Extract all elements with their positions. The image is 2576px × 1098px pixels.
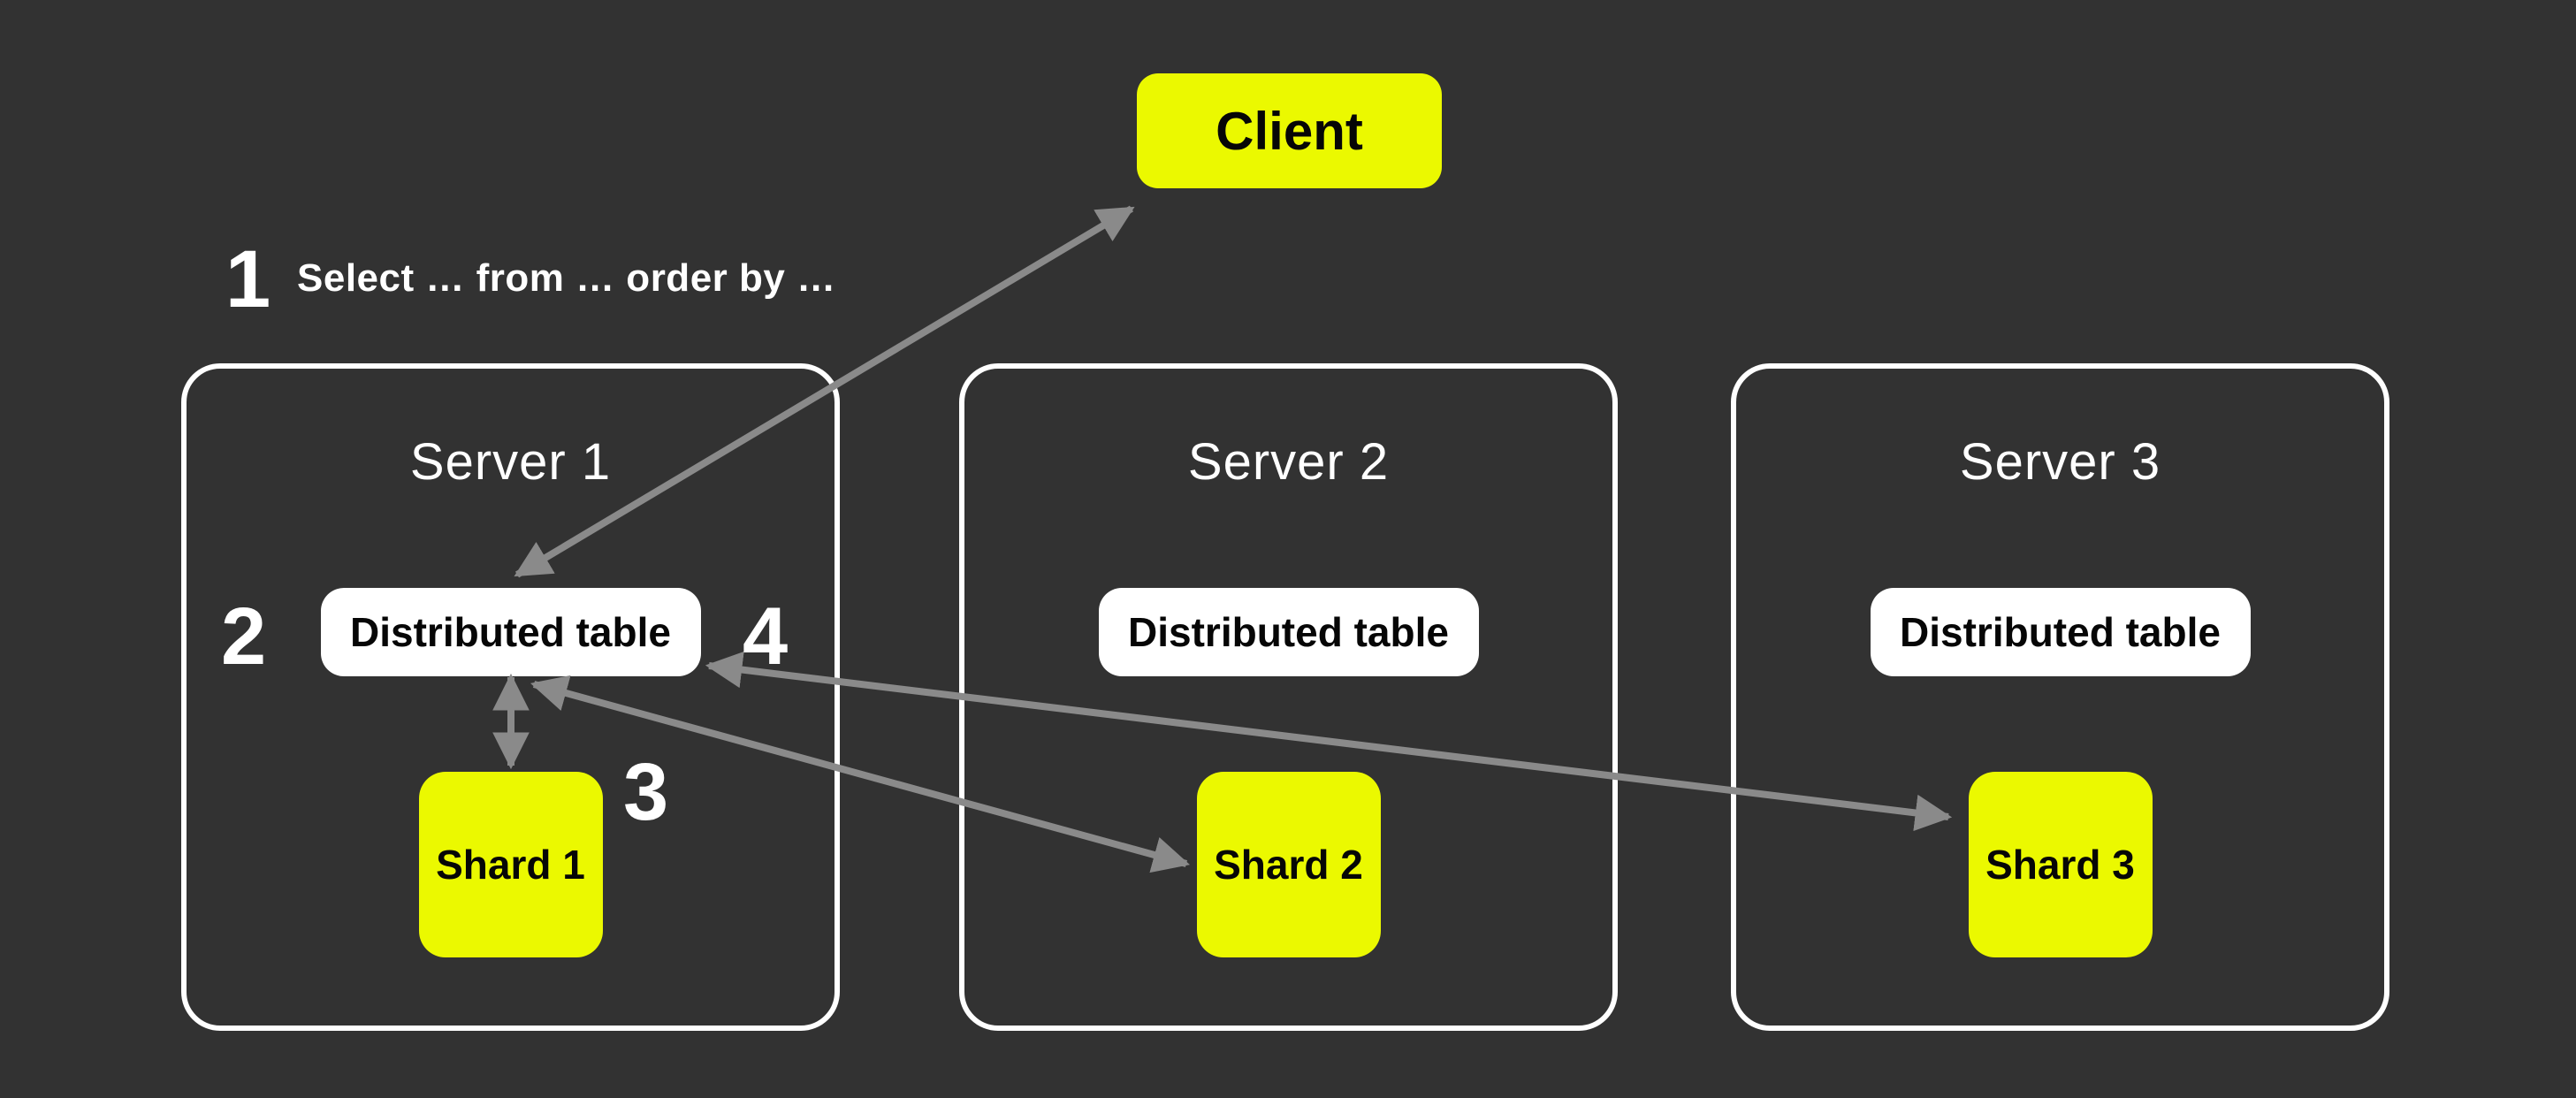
shard-2-label: Shard 2 bbox=[1214, 842, 1363, 888]
server-1-distributed-table-label: Distributed table bbox=[350, 609, 671, 655]
step-1-number: 1 bbox=[225, 234, 271, 324]
server-2-distributed-table-label: Distributed table bbox=[1128, 609, 1449, 655]
server-2-box: Server 2 Distributed table Shard 2 bbox=[959, 363, 1618, 1031]
shard-3-node: Shard 3 bbox=[1968, 772, 2153, 957]
shard-3-label: Shard 3 bbox=[1985, 842, 2135, 888]
step-2-number: 2 bbox=[221, 591, 267, 682]
client-node: Client bbox=[1137, 73, 1442, 188]
server-1-distributed-table: Distributed table bbox=[320, 588, 701, 676]
server-3-distributed-table: Distributed table bbox=[1870, 588, 2251, 676]
server-2-title: Server 2 bbox=[1187, 433, 1390, 491]
server-1-title: Server 1 bbox=[409, 433, 612, 491]
step-3-number: 3 bbox=[623, 747, 669, 837]
server-3-distributed-table-label: Distributed table bbox=[1900, 609, 2221, 655]
client-label: Client bbox=[1216, 101, 1363, 161]
shard-2-node: Shard 2 bbox=[1196, 772, 1381, 957]
server-2-distributed-table: Distributed table bbox=[1098, 588, 1479, 676]
server-1-box: Server 1 Distributed table Shard 1 bbox=[181, 363, 840, 1031]
shard-1-node: Shard 1 bbox=[418, 772, 603, 957]
server-3-box: Server 3 Distributed table Shard 3 bbox=[1731, 363, 2389, 1031]
server-3-title: Server 3 bbox=[1959, 433, 2161, 491]
step-1-caption: Select … from … order by … bbox=[297, 256, 836, 300]
shard-1-label: Shard 1 bbox=[436, 842, 585, 888]
step-4-number: 4 bbox=[743, 591, 789, 682]
